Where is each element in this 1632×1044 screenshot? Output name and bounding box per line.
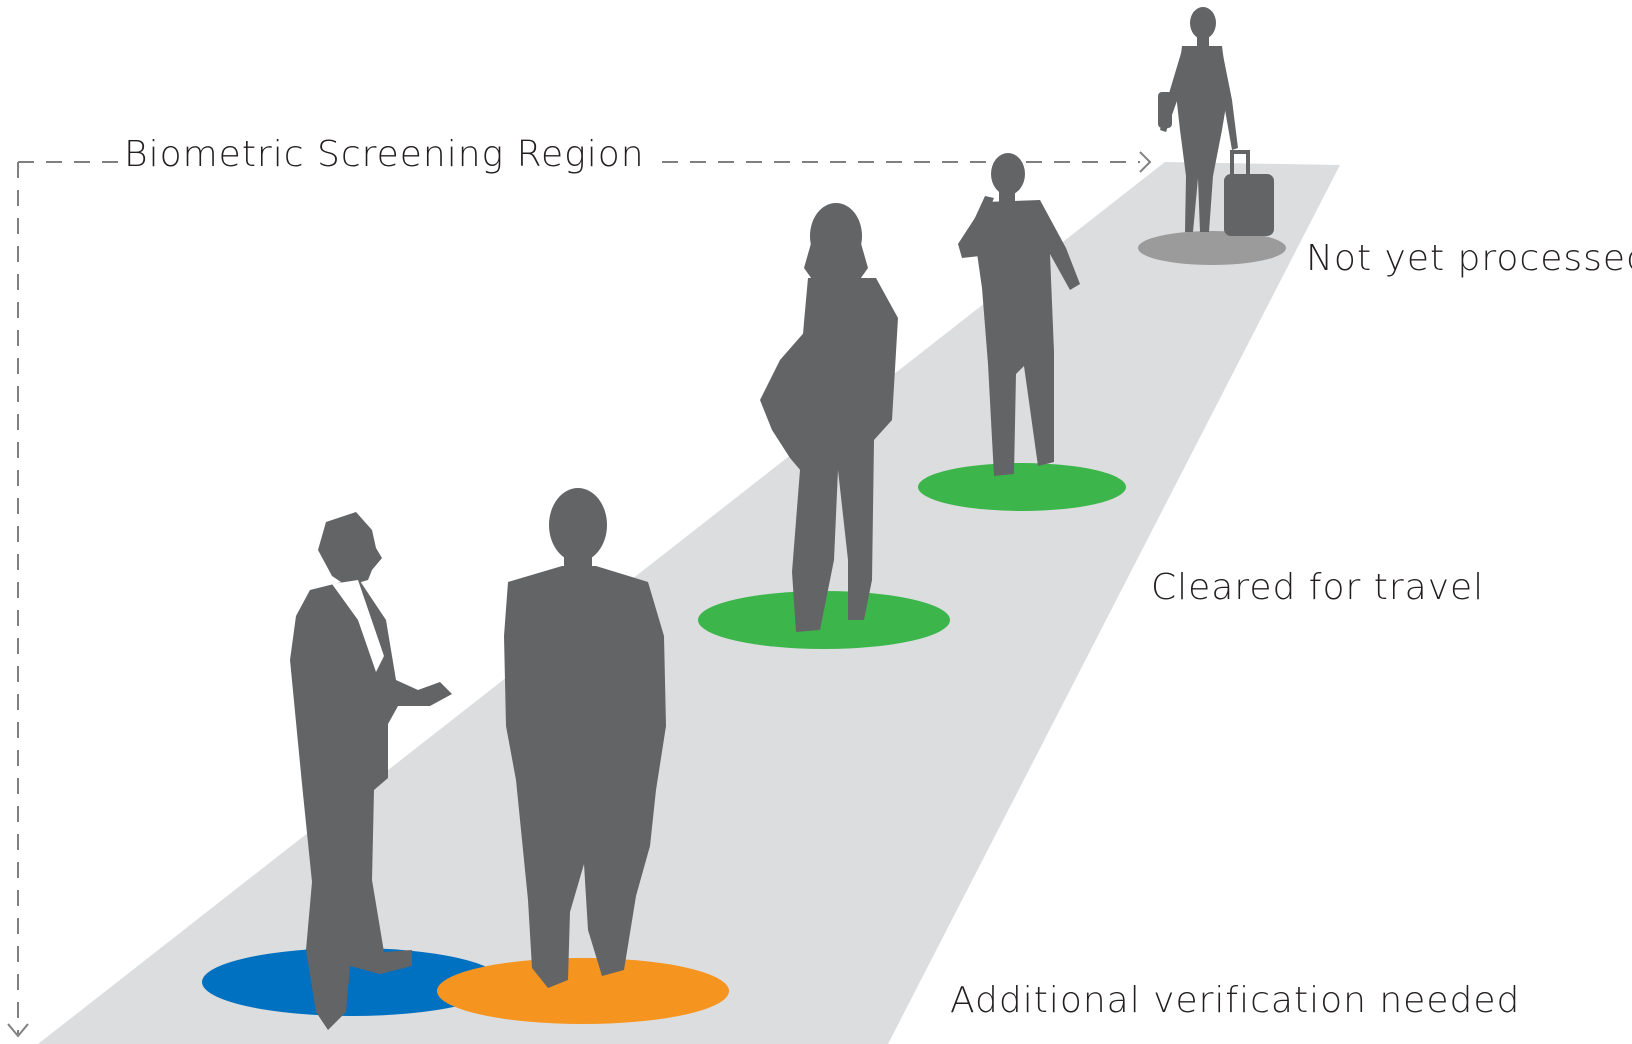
- walkway: [38, 162, 1340, 1044]
- marker-cleared-2: [698, 591, 950, 649]
- arrow-right-icon: [1139, 151, 1152, 173]
- traveler-gesturing: [290, 512, 452, 1030]
- marker-cleared-1: [918, 463, 1126, 511]
- marker-additional-blue: [202, 948, 502, 1016]
- region-title: Biometric Screening Region: [118, 137, 651, 173]
- status-label-not-yet-processed: Not yet processed: [1306, 238, 1632, 279]
- arrow-down-icon: [7, 1023, 29, 1038]
- marker-additional-orange: [437, 958, 729, 1024]
- marker-not-yet-processed: [1138, 231, 1286, 265]
- status-label-additional-verification: Additional verification needed: [950, 980, 1521, 1021]
- traveler-with-bag: [760, 203, 898, 632]
- traveler-back-view: [504, 488, 666, 988]
- traveler-with-suitcase: [1158, 7, 1274, 236]
- status-label-cleared: Cleared for travel: [1151, 567, 1485, 608]
- traveler-on-phone: [958, 153, 1080, 476]
